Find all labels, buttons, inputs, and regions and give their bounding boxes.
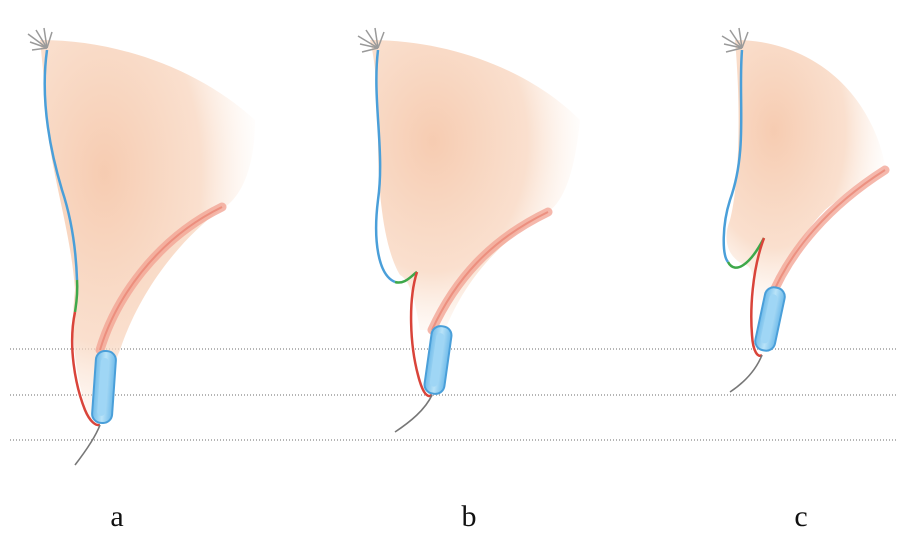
hair-strand-a	[75, 425, 100, 465]
panel-label-c: c	[781, 500, 821, 534]
panel-label-a: a	[97, 500, 137, 534]
tissue-region-c	[726, 40, 885, 300]
hair-strand-b	[395, 395, 432, 432]
implant-a	[92, 350, 117, 423]
hair-strand-c	[730, 355, 762, 392]
tissue-region-b	[370, 40, 580, 330]
reference-lines	[10, 349, 897, 440]
panel-b	[358, 28, 580, 432]
implant-b	[423, 325, 452, 395]
panel-c	[722, 28, 885, 392]
panel-a	[28, 28, 255, 465]
panel-label-b: b	[449, 500, 489, 534]
